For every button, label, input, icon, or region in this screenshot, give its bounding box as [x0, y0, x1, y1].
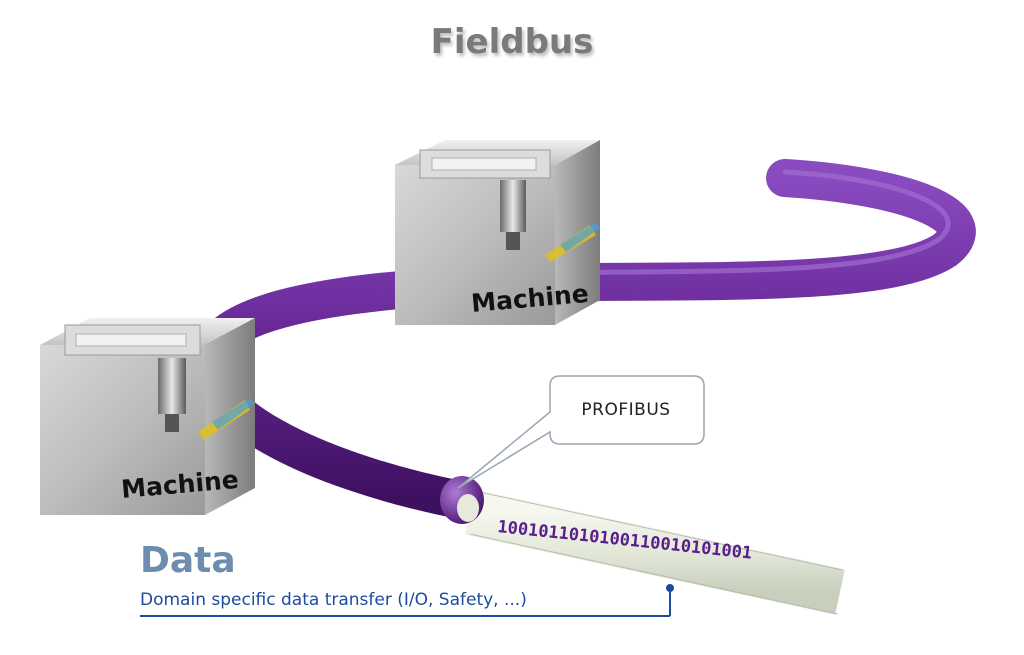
profibus-callout: [457, 375, 705, 489]
machine-2: Machine: [395, 140, 600, 325]
machine-1: Machine: [40, 318, 255, 515]
data-heading: Data: [140, 540, 236, 581]
core-strand: [465, 489, 845, 615]
data-pointer-dot: [666, 584, 674, 592]
data-subtitle: Domain specific data transfer (I/O, Safe…: [140, 590, 527, 610]
callout-label: PROFIBUS: [581, 400, 671, 420]
core-strand-edge: [469, 489, 843, 615]
cable-end-opening: [457, 494, 479, 522]
page-title: Fieldbus: [430, 22, 594, 62]
data-underline: [140, 615, 670, 617]
